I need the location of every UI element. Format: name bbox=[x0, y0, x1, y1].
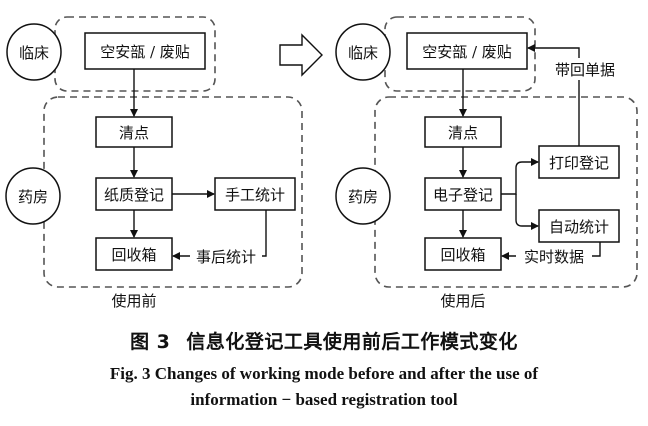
branch-to-print bbox=[501, 158, 539, 195]
pharmacy-circle-right bbox=[335, 167, 391, 225]
recycle-box-right bbox=[424, 237, 502, 271]
ampoule-label-right: 空安瓿 / 废贴 bbox=[422, 43, 512, 61]
clinic-dashed-region-left bbox=[54, 16, 216, 92]
pharmacy-label-left: 药房 bbox=[18, 188, 48, 206]
electronic-register-label: 电子登记 bbox=[433, 186, 493, 204]
paper-register-label: 纸质登记 bbox=[104, 186, 164, 204]
recycle-label-right: 回收箱 bbox=[440, 246, 485, 264]
auto-stats-box bbox=[538, 209, 620, 243]
count-box-right bbox=[424, 116, 502, 148]
clinic-circle-right bbox=[335, 23, 391, 81]
after-panel-label: 使用后 bbox=[440, 292, 485, 310]
manual-stats-label: 手工统计 bbox=[225, 186, 285, 204]
clinic-circle-left bbox=[6, 23, 62, 81]
clinic-dashed-region-right bbox=[384, 16, 536, 92]
figure-caption-en-line2: information − based registration tool bbox=[190, 390, 458, 409]
arrow-print-to-ampoule bbox=[527, 44, 580, 146]
figure-title-cn: 信息化登记工具使用前后工作模式变化 bbox=[186, 331, 518, 353]
clinic-label-right: 临床 bbox=[348, 44, 378, 62]
count-label-right: 清点 bbox=[448, 124, 478, 142]
manual-stats-box bbox=[214, 177, 296, 211]
pharmacy-circle-left bbox=[5, 167, 61, 225]
pharmacy-dashed-region-right bbox=[374, 96, 638, 288]
figure-number: 图 3 bbox=[130, 331, 171, 353]
before-panel-label: 使用前 bbox=[111, 292, 156, 310]
ampoule-label-left: 空安瓿 / 废贴 bbox=[100, 43, 190, 61]
transition-arrow-icon bbox=[279, 33, 323, 77]
before-panel: 临床 空安瓿 / 废贴 药房 清点 纸质登记 手工统计 回收箱 事后统计 使用前 bbox=[5, 16, 303, 310]
print-register-box bbox=[538, 145, 620, 179]
count-box-left bbox=[95, 116, 173, 148]
realtime-data-label: 实时数据 bbox=[524, 248, 584, 266]
print-register-label: 打印登记 bbox=[549, 154, 609, 172]
after-panel: 临床 空安瓿 / 废贴 药房 清点 电子登记 打印登记 自动统计 回收箱 带回单… bbox=[335, 16, 638, 310]
paper-register-box bbox=[95, 177, 173, 211]
post-stats-label: 事后统计 bbox=[196, 248, 256, 266]
recycle-label-left: 回收箱 bbox=[111, 246, 156, 264]
bring-back-label: 带回单据 bbox=[555, 61, 615, 79]
figure-caption-en-line1: Fig. 3 Changes of working mode before an… bbox=[109, 364, 539, 383]
recycle-box-left bbox=[95, 237, 173, 271]
clinic-label-left: 临床 bbox=[19, 44, 49, 62]
ampoule-box-right bbox=[406, 32, 528, 70]
electronic-register-box bbox=[424, 177, 502, 211]
auto-stats-label: 自动统计 bbox=[549, 218, 609, 236]
figure-caption-cn: 图 3 信息化登记工具使用前后工作模式变化 bbox=[0, 327, 648, 354]
pharmacy-label-right: 药房 bbox=[348, 188, 378, 206]
ampoule-box-left bbox=[84, 32, 206, 70]
count-label-left: 清点 bbox=[119, 124, 149, 142]
branch-to-auto-stats bbox=[515, 194, 539, 230]
